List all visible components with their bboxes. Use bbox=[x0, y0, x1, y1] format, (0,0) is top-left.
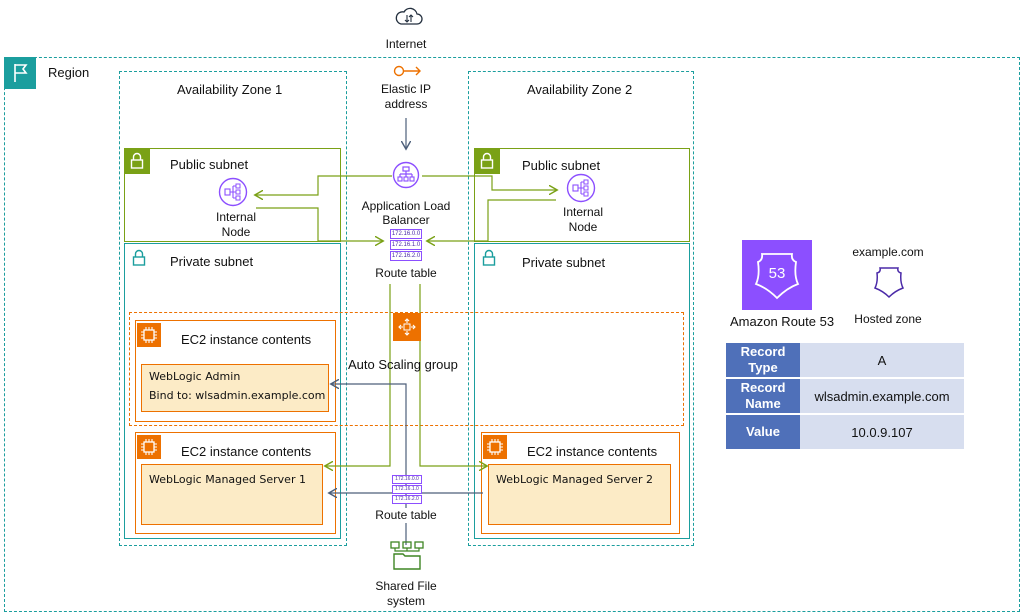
record-key-line: Type bbox=[748, 360, 778, 375]
route-table-bottom-icon: 172.16.0.0 172.16.1.0 172.16.2.0 bbox=[392, 475, 422, 504]
lock-icon bbox=[126, 245, 152, 271]
route-entry: 172.16.2.0 bbox=[392, 495, 422, 504]
managed-server-2-box bbox=[488, 464, 671, 525]
route-table-bottom-label: Route table bbox=[356, 508, 456, 523]
shared-fs-line2: system bbox=[386, 594, 425, 608]
internal-node-2-line1: Internal bbox=[562, 205, 604, 219]
route53-icon: 53 bbox=[742, 240, 812, 310]
region-boundary bbox=[4, 57, 1020, 612]
load-balancer-icon bbox=[392, 161, 420, 194]
route-entry: 172.16.1.0 bbox=[390, 240, 422, 250]
internal-node-1-line2: Node bbox=[221, 225, 251, 239]
ec2-chip-icon bbox=[137, 435, 161, 459]
route-table-top-label: Route table bbox=[375, 266, 437, 280]
public-subnet-2 bbox=[474, 148, 690, 242]
lock-icon bbox=[474, 148, 500, 174]
lock-icon bbox=[124, 148, 150, 174]
shared-fs-line1: Shared File bbox=[375, 579, 437, 593]
record-key-line: Name bbox=[745, 396, 781, 411]
record-value-key: Value bbox=[726, 415, 800, 449]
shared-file-system-icon bbox=[389, 540, 425, 577]
internal-node-1-line1: Internal bbox=[215, 210, 257, 224]
hosted-zone-shield-icon bbox=[872, 264, 906, 303]
record-key-line: Record bbox=[740, 344, 786, 359]
route53-label: Amazon Route 53 bbox=[730, 314, 835, 329]
internet-label: Internet bbox=[385, 37, 427, 51]
elastic-ip-icon bbox=[393, 64, 423, 83]
auto-scaling-icon bbox=[393, 313, 421, 341]
region-flag-icon bbox=[4, 57, 36, 89]
lock-icon bbox=[476, 245, 502, 271]
record-value-value: 10.0.9.107 bbox=[800, 415, 964, 449]
route-entry: 172.16.2.0 bbox=[390, 251, 422, 261]
table-row: Value 10.0.9.107 bbox=[726, 415, 964, 449]
private-subnet-1-label: Private subnet bbox=[170, 254, 254, 269]
ec2-admin-title: EC2 instance contents bbox=[181, 332, 312, 347]
alb-line2: Balancer bbox=[382, 213, 430, 227]
elastic-ip-line2: address bbox=[384, 97, 428, 111]
internal-node-icon bbox=[218, 177, 248, 212]
internal-node-2-line2: Node bbox=[568, 220, 598, 234]
managed-server-2-label: WebLogic Managed Server 2 bbox=[496, 473, 653, 486]
elastic-ip-line1: Elastic IP bbox=[380, 82, 431, 96]
managed-server-1-label: WebLogic Managed Server 1 bbox=[149, 473, 306, 486]
ec2-az1-title: EC2 instance contents bbox=[181, 444, 312, 459]
availability-zone-1 bbox=[119, 71, 347, 546]
ec2-chip-icon bbox=[137, 323, 161, 347]
az2-label: Availability Zone 2 bbox=[527, 82, 633, 97]
managed-server-1-box bbox=[141, 464, 323, 525]
hosted-zone-label: Hosted zone bbox=[854, 312, 922, 326]
record-key-line: Record bbox=[740, 380, 786, 395]
route-entry: 172.16.1.0 bbox=[392, 485, 422, 494]
availability-zone-2 bbox=[468, 71, 694, 546]
route-entry: 172.16.0.0 bbox=[392, 475, 422, 484]
az1-label: Availability Zone 1 bbox=[177, 82, 283, 97]
route-table-top-icon: 172.16.0.0 172.16.1.0 172.16.2.0 bbox=[390, 229, 422, 261]
public-subnet-1-label: Public subnet bbox=[170, 157, 249, 172]
public-subnet-2-label: Public subnet bbox=[522, 158, 601, 173]
alb-line1: Application Load bbox=[361, 199, 451, 213]
internal-node-icon bbox=[566, 173, 596, 208]
internet-cloud-icon bbox=[393, 3, 425, 36]
weblogic-admin-box bbox=[141, 364, 329, 412]
weblogic-admin-bind: Bind to: wlsadmin.example.com bbox=[149, 389, 326, 402]
auto-scaling-label: Auto Scaling group bbox=[348, 357, 458, 372]
private-subnet-2-label: Private subnet bbox=[522, 255, 606, 270]
record-type-value: A bbox=[800, 343, 964, 377]
route53-badge: 53 bbox=[768, 265, 786, 282]
region-label: Region bbox=[48, 65, 90, 80]
ec2-chip-icon bbox=[483, 435, 507, 459]
ec2-az2-title: EC2 instance contents bbox=[527, 444, 658, 459]
record-name-value: wlsadmin.example.com bbox=[800, 379, 964, 413]
route-entry: 172.16.0.0 bbox=[390, 229, 422, 239]
hosted-zone-domain: example.com bbox=[852, 245, 924, 259]
weblogic-admin-label: WebLogic Admin bbox=[149, 370, 241, 383]
